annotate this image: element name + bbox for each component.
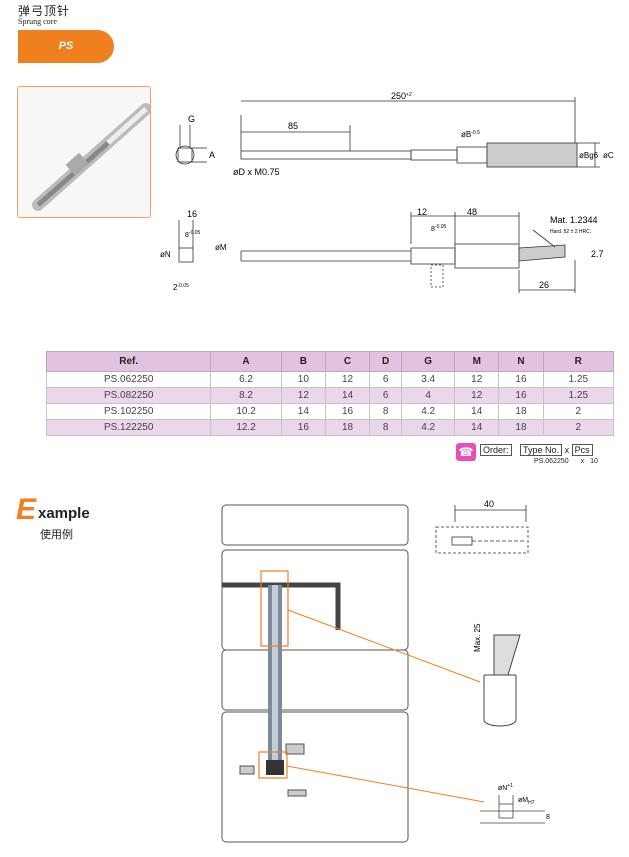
dim-26-label: 26 [539, 280, 549, 290]
technical-drawing: G A 250+2 85 øB-0.5 øBg6 øC øD x M0.75 1… [160, 91, 614, 293]
dim-n-label: øN [160, 250, 171, 259]
dim-a-label: A [209, 150, 215, 160]
dim-2-7-label: 2.7 [591, 249, 604, 259]
col-d: D [369, 351, 403, 372]
order-example: PS.062250 x 10 [534, 458, 598, 465]
times-sign: x [564, 445, 570, 455]
order-line: Order: Type No. x Pcs [480, 444, 593, 456]
dim-b-label: øB-0.5 [461, 130, 480, 139]
dim-m-h7-label: øMH7 [518, 797, 535, 806]
col-b: B [280, 351, 326, 372]
table-header-row: Ref. A B C D G M N R [45, 351, 615, 372]
dim-48-label: 48 [467, 207, 477, 217]
dim-8b-label: 8-0.05 [431, 224, 447, 233]
example-heading-cn: 使用例 [40, 529, 73, 541]
col-n: N [498, 351, 544, 372]
material-label: Mat. 1.2344 [550, 215, 598, 225]
sprung-core-photo [32, 103, 152, 211]
dim-8-label: 8 [546, 814, 550, 821]
dim-c-label: øC [603, 151, 614, 160]
col-a: A [210, 351, 282, 372]
title-chinese: 弹弓顶针 [18, 4, 71, 18]
dim-8a-label: 8-0.05 [185, 230, 201, 239]
dim-250-label: 250+2 [391, 91, 412, 101]
dim-12-label: 12 [417, 207, 427, 217]
dim-bg6-label: øBg6 [579, 151, 599, 160]
dim-16-label: 16 [187, 209, 197, 219]
col-ref: Ref. [45, 351, 212, 372]
example-heading: xample [38, 505, 90, 522]
title-english: Sprung core [18, 17, 57, 26]
dim-d-thread-label: øD x M0.75 [233, 167, 280, 177]
example-drawing: 40 Max. 25 øN+1 øMH7 8 [221, 499, 550, 843]
col-c: C [324, 351, 371, 372]
dim-2-label: 2-0.05 [173, 283, 189, 292]
order-label: Order: [480, 444, 512, 456]
phone-icon: ☎ [456, 443, 476, 461]
product-photo [17, 86, 152, 218]
col-m: M [454, 351, 500, 372]
dim-85-label: 85 [288, 121, 298, 131]
type-no-label: Type No. [520, 444, 563, 456]
product-code-tab: PS [18, 30, 114, 63]
dim-n-plus1-label: øN+1 [498, 783, 513, 792]
max-25-label: Max. 25 [473, 623, 482, 652]
dim-40-label: 40 [484, 499, 494, 509]
col-g: G [401, 351, 456, 372]
col-r: R [542, 351, 615, 372]
dim-g-label: G [188, 114, 195, 124]
hardness-label: Hard. 52 ± 2 HRC. [550, 229, 591, 235]
example-initial: E [16, 493, 37, 526]
dim-m-label: øM [215, 243, 227, 252]
pcs-label: Pcs [571, 444, 593, 456]
